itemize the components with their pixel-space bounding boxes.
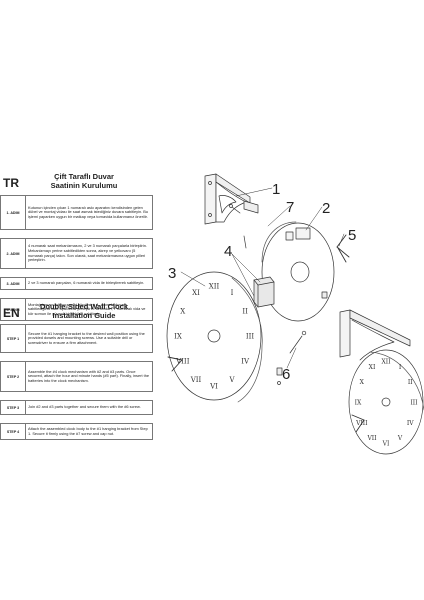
clock-mechanism-part [253,276,275,308]
step-text: Montajı tamamladığınız saat gövdesini, 1… [25,298,153,321]
en-section-code: EN [3,306,20,320]
roman-numeral: XI [369,364,376,371]
tr-steps-table: 1. ADIM Kutunun içinden çıkan 1 numaralı… [0,195,153,321]
clock-hands-part [336,234,350,263]
hanging-bracket-part [204,173,259,225]
en-step-row: STEP 3 Join #2 and #3 parts together and… [0,400,153,415]
tr-step-row: 4. ADIM Montajı tamamladığınız saat gövd… [0,298,153,321]
tr-title-line2: Saatinin Kurulumu [50,181,118,190]
roman-numeral: IX [174,333,182,341]
roman-numeral: XI [192,289,200,297]
en-step-row: STEP 2 Assemble the #4 clock mechanism w… [0,361,153,392]
front-hands-part [167,356,183,372]
step-label: 1. ADIM [0,195,26,230]
step-text: 2 ve 3 numaralı parçaları, 6 numaralı vi… [25,277,153,290]
roman-numeral: I [231,289,234,297]
tr-title-line1: Çift Taraflı Duvar [54,172,114,181]
step-text: Attach the assembled clock body to the #… [25,423,153,440]
callout-3: 3 [168,265,176,282]
roman-numeral: XII [381,359,391,366]
roman-numeral: III [410,400,418,407]
roman-numeral: XII [209,283,220,291]
callout-4: 4 [224,243,232,260]
roman-numeral: X [360,379,365,386]
tr-step-row: 1. ADIM Kutunun içinden çıkan 1 numaralı… [0,195,153,230]
step-label: 4. ADIM [0,298,26,321]
roman-numeral: X [180,308,185,316]
clock-back-plate-part [261,221,335,322]
step-text: 4 numaralı saat mekanizmasını, 2 ve 3 nu… [25,238,153,269]
roman-numeral: VI [382,441,390,448]
roman-numeral: IV [407,420,414,427]
en-step-row: STEP 4 Attach the assembled clock body t… [0,423,153,440]
en-title: Double-Sided Wall Clock Installation Gui… [20,302,148,320]
en-title-line2: Installation Guide [52,311,116,320]
roman-numeral: VII [366,435,377,442]
callout-2: 2 [322,200,330,217]
tr-title: Çift Taraflı Duvar Saatinin Kurulumu [20,172,148,190]
step-text: Kutunun içinden çıkan 1 numaralı askı ap… [25,195,153,230]
roman-numeral: II [242,308,248,316]
roman-numeral: II [408,379,413,386]
roman-numeral: VII [190,376,202,384]
en-title-line1: Double-Sided Wall Clock [39,302,129,311]
roman-numeral: V [397,435,403,442]
tr-step-row: 2. ADIM 4 numaralı saat mekanizmasını, 2… [0,238,153,269]
en-steps-table: STEP 1 Secure the #1 hanging bracket to … [0,324,153,440]
roman-numeral: III [246,333,255,341]
small-hardware-parts [276,367,283,385]
callout-1: 1 [272,181,280,198]
roman-numeral: VI [209,383,218,391]
roman-numeral: IV [241,358,250,366]
callout-leaders [180,187,345,369]
callout-5: 5 [348,227,356,244]
roman-numeral: IX [355,400,362,407]
step-text: Join #2 and #3 parts together and secure… [25,400,153,415]
callout-7: 7 [286,199,294,216]
tr-section-code: TR [3,176,19,190]
step-text: Assemble the #4 clock mechanism with #2 … [25,361,153,392]
step-text: Secure the #1 hanging bracket to the des… [25,324,153,353]
roman-numeral: I [399,364,402,371]
callout-6: 6 [282,366,290,383]
tr-step-row: 3. ADIM 2 ve 3 numaralı parçaları, 6 num… [0,277,153,290]
cap-screw-part [229,204,241,214]
roman-numeral: V [228,376,235,384]
screw-part [243,235,247,249]
en-step-row: STEP 1 Secure the #1 hanging bracket to … [0,324,153,353]
long-screw-part [289,330,307,354]
roman-numeral: VIII [175,358,190,366]
